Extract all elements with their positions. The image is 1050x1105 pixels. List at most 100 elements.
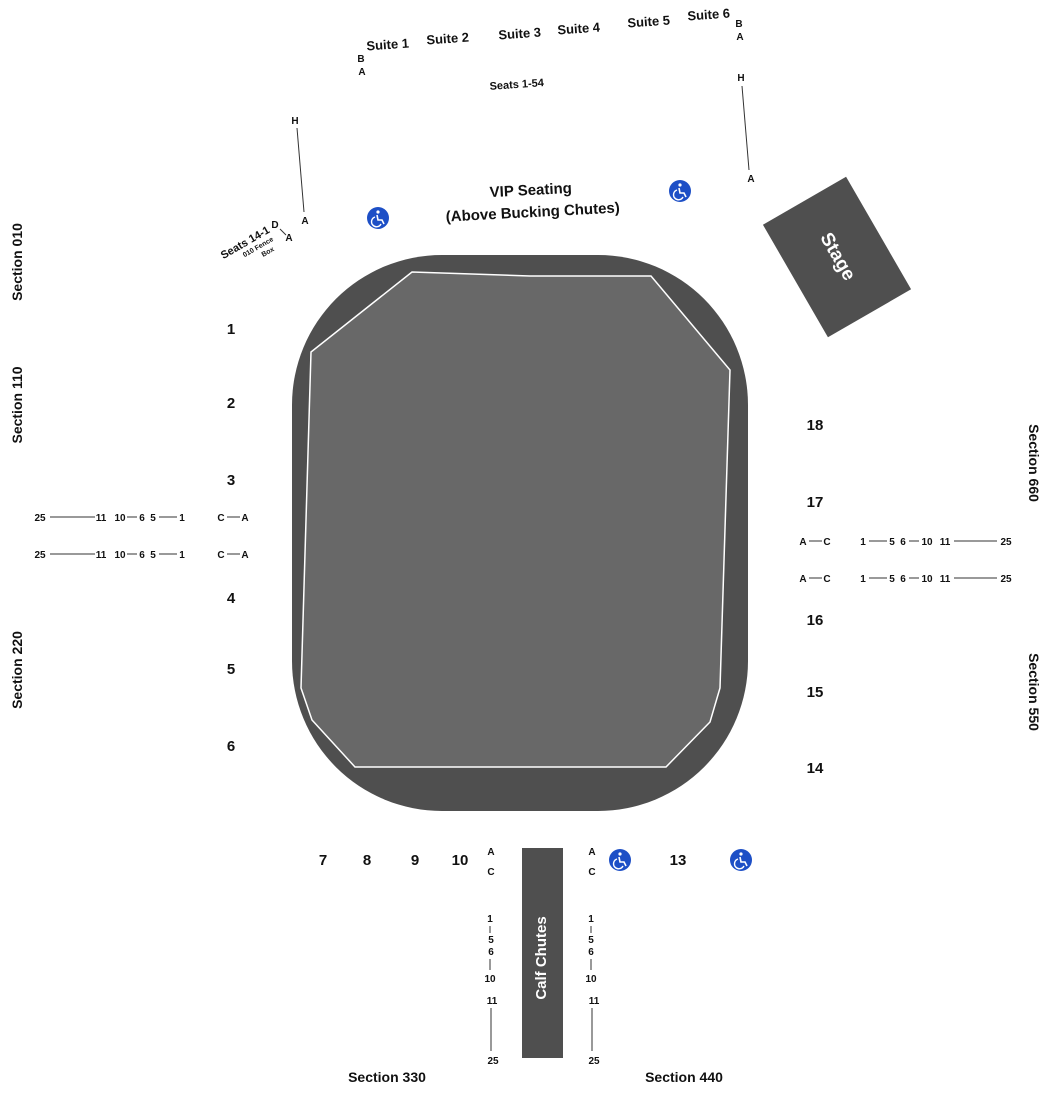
row-letter-a: A <box>358 67 365 78</box>
seat-10: 10 <box>114 550 126 561</box>
seat-6: 6 <box>588 947 594 958</box>
section-13[interactable]: 13 <box>670 852 687 869</box>
seat-1: 1 <box>588 914 594 925</box>
section-7[interactable]: 7 <box>319 852 327 869</box>
section-16[interactable]: 16 <box>807 612 824 629</box>
bottom-left-seat-column: A C 1 5 6 10 11 25 <box>484 847 499 1067</box>
left-seat-row-2: 25 11 10 6 5 1 C A <box>34 550 248 561</box>
seat-5: 5 <box>150 550 156 561</box>
row-letter-a: A <box>301 216 308 227</box>
section-15[interactable]: 15 <box>807 684 824 701</box>
row-letter-a: A <box>799 537 806 548</box>
row-letter-a: A <box>241 550 248 561</box>
seat-5: 5 <box>150 513 156 524</box>
seat-10: 10 <box>484 974 496 985</box>
seat-6: 6 <box>139 550 145 561</box>
seat-10: 10 <box>114 513 126 524</box>
fence-box[interactable]: Seats 14-1 010 Fence Box <box>219 224 281 276</box>
row-letter-c: C <box>823 537 830 548</box>
seat-25: 25 <box>34 513 46 524</box>
seat-11: 11 <box>589 996 600 1007</box>
vip-seats: Seats 1-54 <box>489 77 545 93</box>
right-seat-row-2: A C 1 5 6 10 11 25 <box>799 574 1012 585</box>
section-330-label[interactable]: Section 330 <box>348 1069 426 1085</box>
seat-5: 5 <box>889 537 895 548</box>
row-letter-b: B <box>357 54 364 65</box>
seat-1: 1 <box>487 914 493 925</box>
seat-25: 25 <box>1000 574 1012 585</box>
row-line <box>741 85 750 171</box>
seat-1: 1 <box>860 574 866 585</box>
row-letter-a: A <box>588 847 595 858</box>
seat-6: 6 <box>900 537 906 548</box>
row-letter-c: C <box>217 550 224 561</box>
row-letter-a: A <box>799 574 806 585</box>
section-9[interactable]: 9 <box>411 852 419 869</box>
seat-25: 25 <box>34 550 46 561</box>
row-letter-a: A <box>285 233 292 244</box>
section-010-label[interactable]: Section 010 <box>9 223 25 301</box>
row-line <box>296 127 305 213</box>
row-letter-b: B <box>735 19 742 30</box>
bottom-right-seat-column: A C 1 5 6 10 11 25 <box>585 847 600 1067</box>
section-8[interactable]: 8 <box>363 852 371 869</box>
row-letter-a: A <box>487 847 494 858</box>
section-3[interactable]: 3 <box>227 472 235 489</box>
seat-5: 5 <box>588 935 594 946</box>
section-17[interactable]: 17 <box>807 494 824 511</box>
seat-10: 10 <box>921 537 933 548</box>
calf-chutes[interactable]: Calf Chutes <box>522 848 563 1058</box>
section-660-label[interactable]: Section 660 <box>1026 424 1042 502</box>
vip-title: VIP Seating <box>489 180 572 201</box>
section-440-label[interactable]: Section 440 <box>645 1069 723 1085</box>
suite-4[interactable]: Suite 4 <box>557 19 601 37</box>
seat-6: 6 <box>488 947 494 958</box>
suite-3[interactable]: Suite 3 <box>498 25 542 43</box>
row-letter-h: H <box>737 73 744 84</box>
row-letter-c: C <box>823 574 830 585</box>
section-4[interactable]: 4 <box>227 590 236 607</box>
row-letter-c: C <box>217 513 224 524</box>
wheelchair-icon[interactable] <box>669 180 691 202</box>
row-letter-a: A <box>736 32 743 43</box>
seat-25: 25 <box>588 1056 600 1067</box>
wheelchair-icon[interactable] <box>367 207 389 229</box>
suite-1[interactable]: Suite 1 <box>366 36 410 54</box>
seat-25: 25 <box>487 1056 499 1067</box>
section-2[interactable]: 2 <box>227 395 235 412</box>
section-5[interactable]: 5 <box>227 661 235 678</box>
vip-subtitle: (Above Bucking Chutes) <box>445 199 620 225</box>
seat-25: 25 <box>1000 537 1012 548</box>
section-550-label[interactable]: Section 550 <box>1026 653 1042 731</box>
section-14[interactable]: 14 <box>807 760 824 777</box>
seat-11: 11 <box>96 513 107 524</box>
row-letter-c: C <box>588 867 595 878</box>
row-letter-c: C <box>487 867 494 878</box>
row-letter-h: H <box>291 116 298 127</box>
section-220-label[interactable]: Section 220 <box>9 631 25 709</box>
seat-11: 11 <box>940 537 951 548</box>
row-line <box>279 228 287 236</box>
seat-6: 6 <box>139 513 145 524</box>
row-letter-a: A <box>241 513 248 524</box>
seat-1: 1 <box>860 537 866 548</box>
suite-2[interactable]: Suite 2 <box>426 30 470 48</box>
suite-6[interactable]: Suite 6 <box>687 6 731 24</box>
stage-block[interactable]: Stage <box>762 176 912 338</box>
wheelchair-icon[interactable] <box>730 849 752 871</box>
suite-5[interactable]: Suite 5 <box>627 13 671 31</box>
section-1[interactable]: 1 <box>227 321 235 338</box>
section-110-label[interactable]: Section 110 <box>9 366 25 443</box>
seat-6: 6 <box>900 574 906 585</box>
seat-10: 10 <box>921 574 933 585</box>
row-letter-d: D <box>271 220 278 231</box>
section-18[interactable]: 18 <box>807 417 824 434</box>
wheelchair-icon[interactable] <box>609 849 631 871</box>
section-6[interactable]: 6 <box>227 738 235 755</box>
seat-1: 1 <box>179 513 185 524</box>
seat-5: 5 <box>488 935 494 946</box>
section-10[interactable]: 10 <box>452 852 469 869</box>
right-seat-row-1: A C 1 5 6 10 11 25 <box>799 537 1012 548</box>
arena-floor <box>300 271 731 768</box>
